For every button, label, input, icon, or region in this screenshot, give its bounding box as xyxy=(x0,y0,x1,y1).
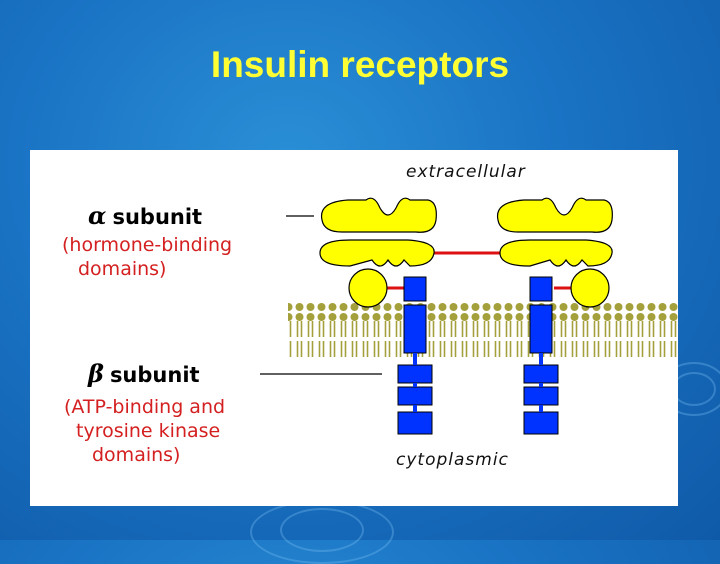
beta-description-line-1: (ATP-binding and xyxy=(64,396,226,418)
alpha-description-line-2: domains) xyxy=(78,258,167,280)
beta-kinase-domain-left-2 xyxy=(397,386,433,406)
alpha-domain-right-middle xyxy=(499,239,613,267)
extracellular-label: extracellular xyxy=(406,162,526,182)
beta-transmembrane-right xyxy=(529,304,553,354)
alpha-symbol: α xyxy=(88,201,107,230)
alpha-domain-left-middle xyxy=(319,239,435,267)
beta-kinase-domain-left-1 xyxy=(397,364,433,384)
beta-symbol: β xyxy=(88,359,104,388)
alpha-domain-left-top xyxy=(320,197,437,233)
beta-kinase-domain-right-3 xyxy=(523,411,559,435)
cell-membrane xyxy=(288,303,678,357)
beta-subunit-text: subunit xyxy=(109,363,200,387)
slide-title: Insulin receptors xyxy=(210,44,510,85)
cytoplasmic-label: cytoplasmic xyxy=(396,450,509,470)
beta-description-line-3: domains) xyxy=(92,444,181,466)
beta-kinase-domain-right-2 xyxy=(523,386,559,406)
alpha-domain-right-top xyxy=(496,197,613,233)
beta-transmembrane-left xyxy=(403,304,427,354)
receptor-diagram-svg xyxy=(260,197,678,435)
water-ripple-decoration xyxy=(250,500,394,564)
alpha-description-line-1: (hormone-binding xyxy=(62,234,233,256)
alpha-domain-left-small xyxy=(348,268,388,308)
beta-kinase-domain-left-3 xyxy=(397,411,433,435)
alpha-subunit-text: subunit xyxy=(112,205,203,229)
beta-extracellular-left xyxy=(403,276,427,302)
beta-description-line-2: tyrosine kinase xyxy=(76,420,221,442)
beta-extracellular-right xyxy=(529,276,553,302)
beta-kinase-domain-right-1 xyxy=(523,364,559,384)
alpha-domain-right-small xyxy=(570,268,610,308)
